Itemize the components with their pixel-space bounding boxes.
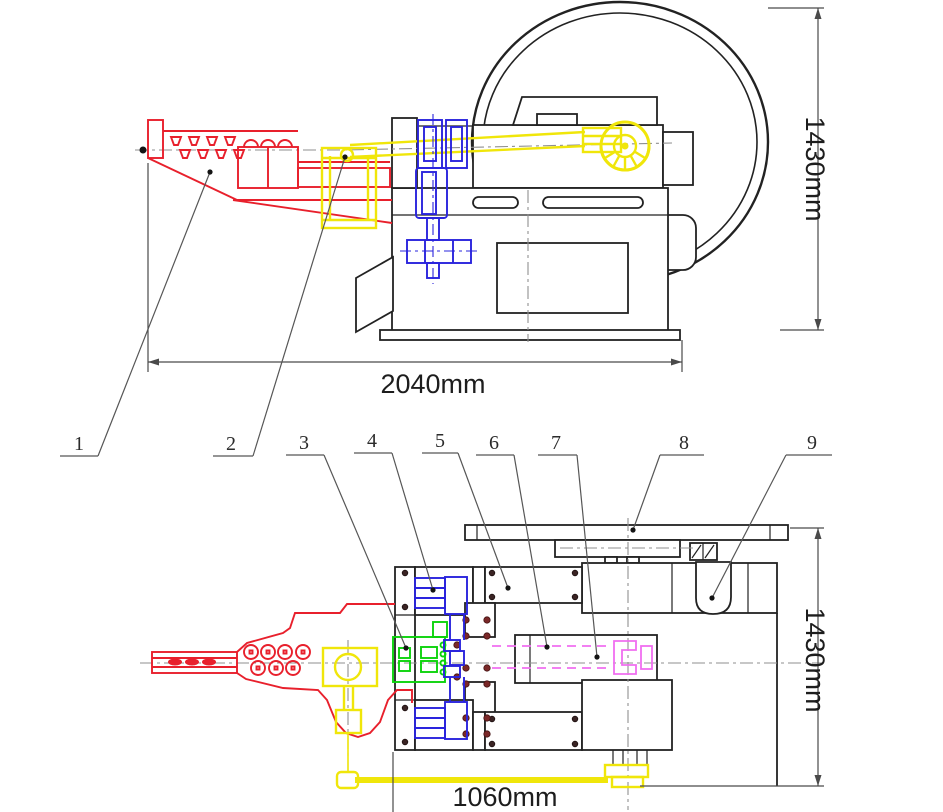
cutter-slides-blue (414, 576, 468, 740)
dimension-side-height: 1430mm (768, 7, 830, 331)
hatched-block (689, 542, 718, 561)
dimension-side-width: 2040mm (147, 163, 683, 399)
body-door (496, 242, 629, 314)
callouts: 1 2 3 4 5 6 7 (60, 154, 832, 660)
feed-straightener-red (147, 119, 393, 224)
plan-view: 1430mm 1060mm (140, 518, 830, 812)
callout-9: 9 (709, 432, 832, 601)
callout-label-8: 8 (679, 432, 689, 454)
callout-2: 2 (213, 154, 348, 457)
dimension-label-plan-width: 1060mm (452, 782, 557, 812)
callout-label-7: 7 (551, 432, 561, 454)
drive-pulley (599, 120, 651, 172)
dimension-label-plan-height: 1430mm (800, 607, 830, 712)
side-elevation-view: 2040mm 1430mm (135, 0, 830, 399)
callout-7: 7 (538, 432, 600, 660)
crank-pitman-yellow (321, 646, 650, 790)
motor (662, 214, 697, 271)
callout-4: 4 (354, 430, 436, 593)
wire-entry-point (139, 146, 147, 154)
dimension-label-side-width: 2040mm (380, 369, 485, 399)
punch-magenta (492, 640, 653, 675)
callout-label-3: 3 (299, 432, 309, 454)
open-panel (355, 255, 394, 334)
dimension-plan-width: 1060mm (392, 752, 558, 812)
callout-label-9: 9 (807, 432, 817, 454)
callout-8: 8 (630, 432, 704, 533)
punch-holder (514, 634, 658, 684)
cylinder-bracket (695, 561, 732, 615)
callout-1: 1 (60, 169, 213, 457)
dimension-label-side-height: 1430mm (800, 116, 830, 221)
callout-label-6: 6 (489, 432, 499, 454)
callout-label-5: 5 (435, 430, 445, 452)
base-plate (379, 329, 681, 341)
feed-rollers (243, 644, 311, 676)
callout-label-4: 4 (367, 430, 377, 452)
die-block-green (392, 621, 448, 683)
feed-arm-red (151, 603, 413, 739)
callout-label-1: 1 (74, 433, 84, 455)
callout-label-2: 2 (226, 433, 236, 455)
ram-slide-blue (400, 114, 478, 284)
dimension-plan-height: 1430mm (640, 527, 830, 787)
callout-6: 6 (476, 432, 550, 650)
bolt-circles (401, 569, 579, 748)
callout-5: 5 (422, 430, 511, 591)
top-plate (464, 524, 789, 541)
straightening-rollers (169, 136, 246, 159)
callout-3: 3 (286, 432, 409, 651)
